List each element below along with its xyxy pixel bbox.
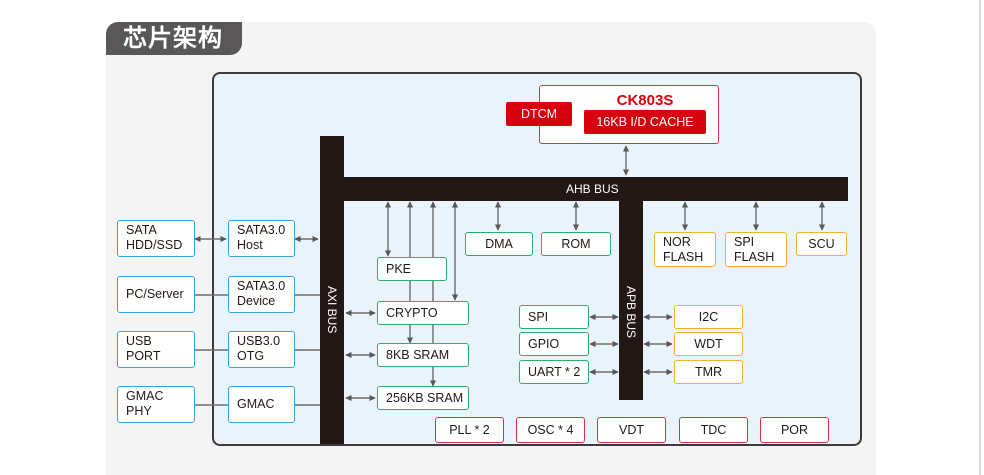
- label-line1: NOR: [663, 235, 691, 249]
- block-nor-flash: NOR FLASH: [654, 232, 716, 267]
- label-line2: FLASH: [663, 250, 704, 264]
- label-line1: PC/Server: [126, 287, 184, 301]
- axi-bus: AXI BUS: [320, 136, 344, 444]
- external-pc-server: PC/Server: [117, 276, 195, 313]
- axi-bus-label: AXI BUS: [325, 286, 339, 334]
- label-line2: FLASH: [734, 250, 775, 264]
- block-tdc: TDC: [679, 417, 748, 443]
- label-line1: USB3.0: [237, 334, 281, 348]
- block-rom: ROM: [541, 232, 611, 256]
- controller-sata-host: SATA3.0 Host: [228, 220, 295, 257]
- block-uart: UART * 2: [519, 360, 589, 384]
- cache-block: 16KB I/D CACHE: [584, 110, 706, 134]
- block-osc: OSC * 4: [516, 417, 585, 443]
- block-crypto: CRYPTO: [377, 301, 469, 325]
- label-line2: PORT: [126, 349, 161, 363]
- ahb-bus: AHB BUS: [344, 177, 848, 201]
- ahb-bus-label: AHB BUS: [566, 182, 619, 196]
- block-wdt: WDT: [674, 332, 743, 356]
- controller-sata-device: SATA3.0 Device: [228, 276, 295, 313]
- block-spi-flash: SPI FLASH: [725, 232, 787, 267]
- external-usb-port: USB PORT: [117, 331, 195, 368]
- block-dma: DMA: [465, 232, 533, 256]
- section-title: 芯片架构: [106, 22, 242, 55]
- block-8kb-sram: 8KB SRAM: [377, 343, 469, 367]
- block-scu: SCU: [796, 232, 847, 256]
- block-pll: PLL * 2: [435, 417, 504, 443]
- external-sata-hdd: SATA HDD/SSD: [117, 220, 195, 257]
- label-line1: USB: [126, 334, 152, 348]
- label-line1: SPI: [734, 235, 755, 249]
- page-scrollbar-edge: [979, 0, 981, 475]
- block-tmr: TMR: [674, 360, 743, 384]
- label-line2: Host: [237, 238, 263, 252]
- label-line1: SATA3.0: [237, 279, 286, 293]
- label-line1: SATA3.0: [237, 223, 286, 237]
- label-line2: Device: [237, 294, 276, 308]
- label-line2: PHY: [126, 404, 152, 418]
- controller-usb-otg: USB3.0 OTG: [228, 331, 295, 368]
- dtcm-block: DTCM: [506, 102, 572, 126]
- label-line2: OTG: [237, 349, 265, 363]
- apb-bus-label: APB BUS: [624, 286, 638, 339]
- cpu-name: CK803S: [616, 92, 674, 109]
- external-gmac-phy: GMAC PHY: [117, 386, 195, 423]
- block-gpio: GPIO: [519, 332, 589, 356]
- block-pke: PKE: [377, 257, 447, 281]
- block-spi: SPI: [519, 305, 589, 329]
- block-i2c: I2C: [674, 305, 743, 329]
- apb-bus: APB BUS: [619, 201, 643, 400]
- label-line1: GMAC: [237, 397, 275, 411]
- label-line1: SATA: [126, 223, 157, 237]
- block-256kb-sram: 256KB SRAM: [377, 386, 469, 410]
- controller-gmac: GMAC: [228, 386, 295, 423]
- label-line2: HDD/SSD: [126, 238, 183, 252]
- block-vdt: VDT: [597, 417, 666, 443]
- label-line1: GMAC: [126, 389, 164, 403]
- block-por: POR: [760, 417, 829, 443]
